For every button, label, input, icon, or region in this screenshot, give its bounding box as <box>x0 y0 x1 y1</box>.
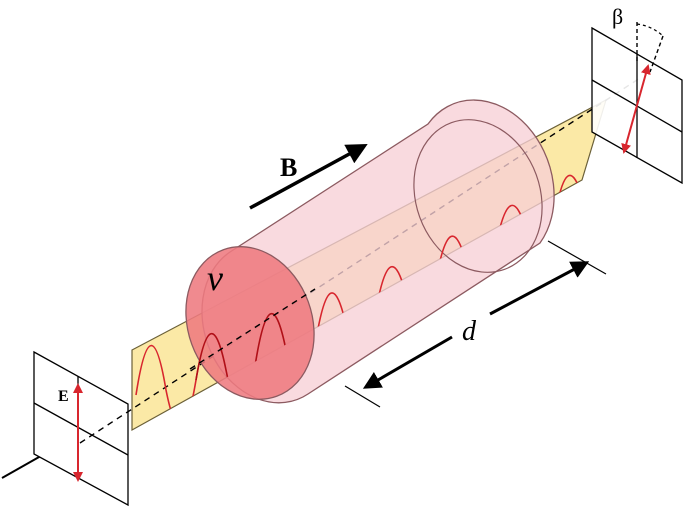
magnetic-field-label: B <box>280 153 297 182</box>
output-e-vector <box>621 64 651 154</box>
electric-field-label: E <box>58 388 69 405</box>
length-dimension <box>344 240 607 408</box>
cylinder-back-rim <box>413 119 543 273</box>
cylinder-front-face <box>185 246 315 400</box>
rotation-angle-label: β <box>612 4 623 29</box>
axis-through-face <box>189 288 316 370</box>
beta-arc <box>636 23 664 37</box>
length-label: d <box>462 316 477 347</box>
input-polarizer-plate <box>33 350 129 507</box>
verdet-constant-label: ν <box>207 258 223 298</box>
magnetic-field-arrow <box>249 143 368 210</box>
beta-rotated-ref <box>649 35 664 73</box>
